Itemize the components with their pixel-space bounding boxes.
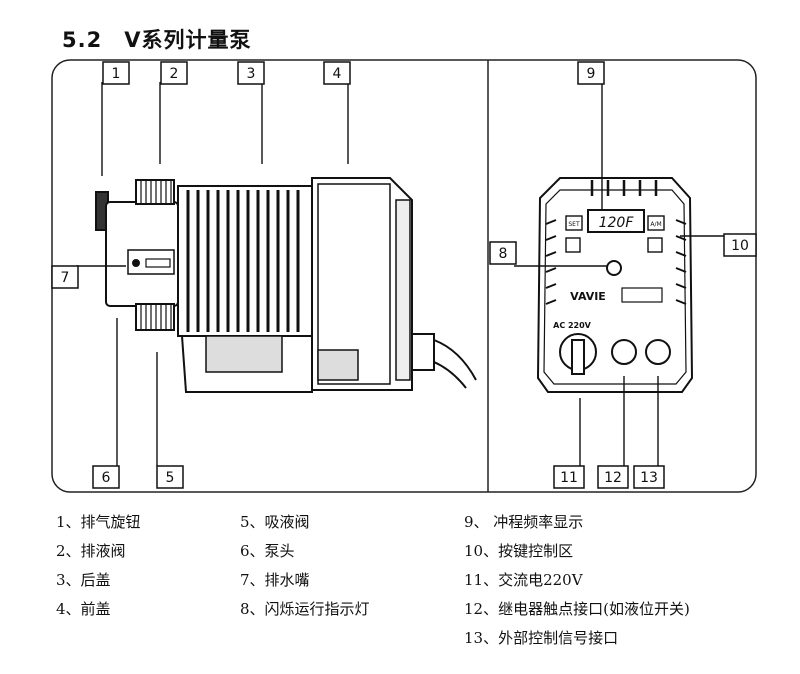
callout-2: 2	[170, 66, 179, 82]
legend-column-1: 1、排气旋钮 2、排液阀 3、后盖 4、前盖	[56, 508, 141, 624]
callout-box-8	[489, 241, 517, 265]
legend-item: 4、前盖	[56, 600, 111, 618]
set-button	[565, 215, 583, 231]
legend-item: 13、外部控制信号接口	[464, 629, 619, 647]
back-cover	[177, 185, 313, 337]
callout-box-2	[160, 61, 188, 85]
pump-side-view	[95, 177, 477, 393]
callout-numbers: 1 2 3 4 5 6 7 8 9 10 11 12 13	[61, 66, 749, 486]
callout-11: 11	[560, 470, 578, 486]
callout-13: 13	[640, 470, 658, 486]
callout-3: 3	[247, 66, 256, 82]
relay-contact-port	[611, 339, 637, 365]
legend-item: 2、排液阀	[56, 542, 126, 560]
callout-box-11	[553, 465, 585, 489]
legend-item: 8、闪烁运行指示灯	[240, 600, 370, 618]
callout-box-13	[633, 465, 665, 489]
callout-10: 10	[731, 238, 749, 254]
logo-plate	[621, 287, 663, 303]
external-signal-port	[645, 339, 671, 365]
callout-box-6	[92, 465, 120, 489]
legend-column-2: 5、吸液阀 6、泵头 7、排水嘴 8、闪烁运行指示灯	[240, 508, 370, 624]
up-button	[565, 237, 581, 253]
page-title: 5.2 V系列计量泵	[62, 28, 252, 52]
callout-boxes	[51, 61, 757, 489]
display-readout: 120F	[599, 215, 635, 231]
legend-item: 12、继电器触点接口(如液位开关)	[464, 600, 690, 618]
callout-4: 4	[333, 66, 342, 82]
callout-box-4	[323, 61, 351, 85]
frequency-display	[587, 209, 645, 233]
callout-box-9	[577, 61, 605, 85]
am-button	[647, 215, 665, 231]
legend-item: 6、泵头	[240, 542, 295, 560]
legend-item: 10、按键控制区	[464, 542, 574, 560]
leader-lines-left	[76, 82, 349, 466]
callout-5: 5	[166, 470, 175, 486]
panel-labels: 120F SET A/M VAVIE AC 220V	[553, 215, 662, 330]
discharge-valve	[135, 179, 175, 205]
callout-8: 8	[499, 246, 508, 262]
leader-lines-right	[514, 82, 724, 466]
callout-12: 12	[604, 470, 622, 486]
callout-box-10	[723, 233, 757, 257]
callout-box-3	[237, 61, 265, 85]
legend-item: 5、吸液阀	[240, 513, 310, 531]
voltage-label: AC 220V	[553, 321, 592, 330]
callout-6: 6	[102, 470, 111, 486]
callout-9: 9	[587, 66, 596, 82]
legend-item: 11、交流电220V	[464, 571, 583, 589]
legend-item: 9、 冲程频率显示	[464, 513, 584, 531]
callout-7: 7	[61, 270, 70, 286]
brand-logo: VAVIE	[570, 290, 606, 303]
callout-box-7	[51, 265, 79, 289]
set-button-label: SET	[568, 221, 580, 228]
legend-item: 1、排气旋钮	[56, 513, 141, 531]
callout-box-1	[102, 61, 130, 85]
power-cable	[433, 339, 477, 381]
down-button	[647, 237, 663, 253]
callout-1: 1	[112, 66, 121, 82]
legend-column-3: 9、 冲程频率显示 10、按键控制区 11、交流电220V 12、继电器触点接口…	[464, 508, 690, 653]
cable-gland	[411, 333, 435, 371]
legend-item: 3、后盖	[56, 571, 111, 589]
run-indicator-light	[606, 260, 622, 276]
am-button-label: A/M	[650, 221, 661, 228]
control-panel-view	[536, 177, 694, 393]
legend-item: 7、排水嘴	[240, 571, 310, 589]
callout-box-12	[597, 465, 629, 489]
suction-valve	[135, 303, 175, 331]
callout-box-5	[156, 465, 184, 489]
